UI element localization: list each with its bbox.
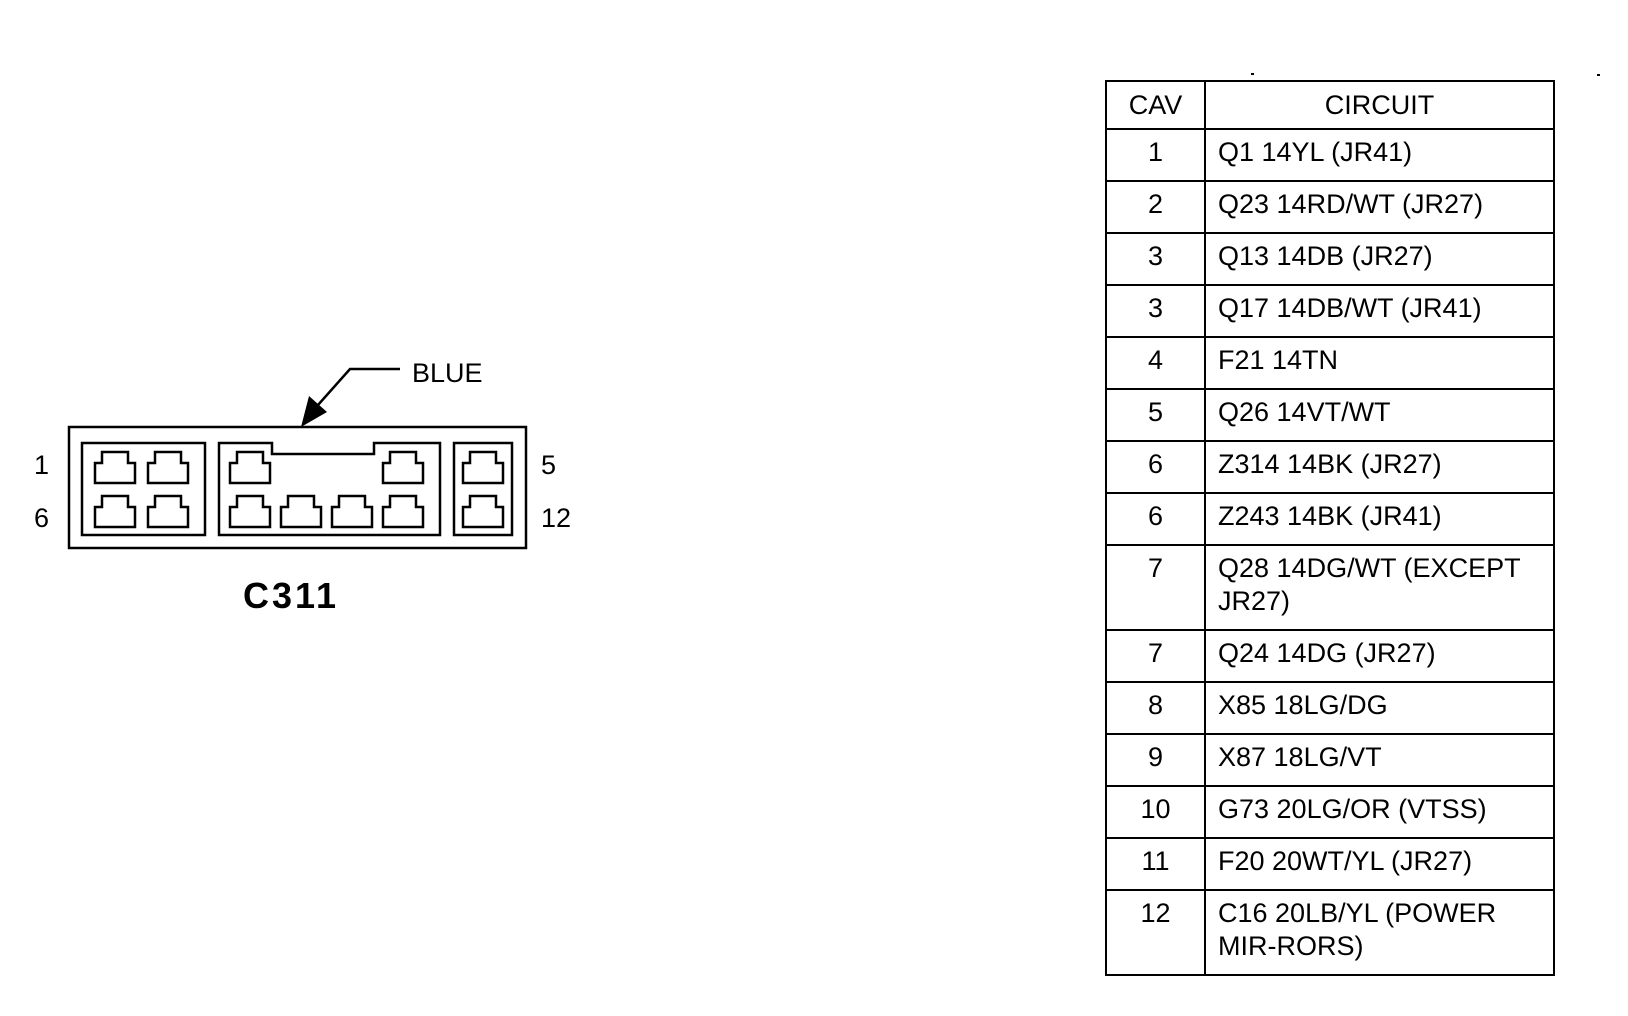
connector-housing: [67, 425, 528, 550]
connector-color-label: BLUE: [412, 358, 483, 388]
circuit-cell: Q28 14DG/WT (EXCEPT JR27): [1204, 544, 1555, 631]
cav-cell: 12: [1105, 889, 1206, 976]
terminal-cavity: [228, 450, 272, 485]
terminal-cavity: [381, 494, 425, 529]
circuit-cell: X87 18LG/VT: [1204, 733, 1555, 787]
connector-c311-diagram: BLUE 1 6 5 12 C311: [34, 358, 571, 616]
cav-cell: 5: [1105, 388, 1206, 442]
cav-cell: 3: [1105, 232, 1206, 286]
circuit-cell: C16 20LB/YL (POWER MIR-RORS): [1204, 889, 1555, 976]
circuit-cell: G73 20LG/OR (VTSS): [1204, 785, 1555, 839]
terminal-group: [93, 450, 505, 529]
column-header-circuit: CIRCUIT: [1204, 80, 1555, 130]
pin-label-top-right: 5: [541, 450, 556, 480]
circuit-cell: F20 20WT/YL (JR27): [1204, 837, 1555, 891]
blue-callout-arrowhead: [301, 396, 327, 427]
terminal-cavity: [146, 450, 190, 485]
cav-cell: 6: [1105, 440, 1206, 494]
cavity-group-middle: [217, 441, 442, 537]
terminal-cavity: [279, 494, 323, 529]
circuit-cell: Z314 14BK (JR27): [1204, 440, 1555, 494]
cav-cell: 3: [1105, 284, 1206, 338]
cavity-group-left: [80, 441, 207, 537]
circuit-cell: Q23 14RD/WT (JR27): [1204, 180, 1555, 234]
blue-callout-leader: [317, 367, 400, 406]
pin-label-bottom-right: 12: [541, 503, 571, 533]
pin-label-bottom-left: 6: [34, 503, 49, 533]
cav-cell: 7: [1105, 629, 1206, 683]
connector-name: C311: [243, 575, 339, 616]
pin-label-top-left: 1: [34, 450, 49, 480]
cav-cell: 4: [1105, 336, 1206, 390]
terminal-cavity: [461, 450, 505, 485]
circuit-cell: Q26 14VT/WT: [1204, 388, 1555, 442]
cav-cell: 11: [1105, 837, 1206, 891]
circuit-cell: F21 14TN: [1204, 336, 1555, 390]
terminal-cavity: [381, 450, 425, 485]
circuit-cell: Q1 14YL (JR41): [1204, 128, 1555, 182]
table-header-row: CAV CIRCUIT: [1105, 80, 1555, 130]
scan-speck: [1251, 73, 1254, 75]
terminal-cavity: [93, 494, 137, 529]
cav-cell: 10: [1105, 785, 1206, 839]
column-header-cav: CAV: [1105, 80, 1206, 130]
cav-cell: 8: [1105, 681, 1206, 735]
circuit-cell: Q13 14DB (JR27): [1204, 232, 1555, 286]
terminal-cavity: [93, 450, 137, 485]
terminal-cavity: [330, 494, 374, 529]
cav-cell: 1: [1105, 128, 1206, 182]
circuit-cell: Q17 14DB/WT (JR41): [1204, 284, 1555, 338]
cav-cell: 2: [1105, 180, 1206, 234]
cavity-group-right: [452, 441, 514, 537]
terminal-cavity: [228, 494, 272, 529]
circuit-cell: Z243 14BK (JR41): [1204, 492, 1555, 546]
terminal-cavity: [461, 494, 505, 529]
circuit-cell: X85 18LG/DG: [1204, 681, 1555, 735]
cav-cell: 6: [1105, 492, 1206, 546]
cav-cell: 9: [1105, 733, 1206, 787]
circuit-cell: Q24 14DG (JR27): [1204, 629, 1555, 683]
terminal-cavity: [146, 494, 190, 529]
cav-cell: 7: [1105, 544, 1206, 631]
scan-speck: [1597, 74, 1600, 76]
